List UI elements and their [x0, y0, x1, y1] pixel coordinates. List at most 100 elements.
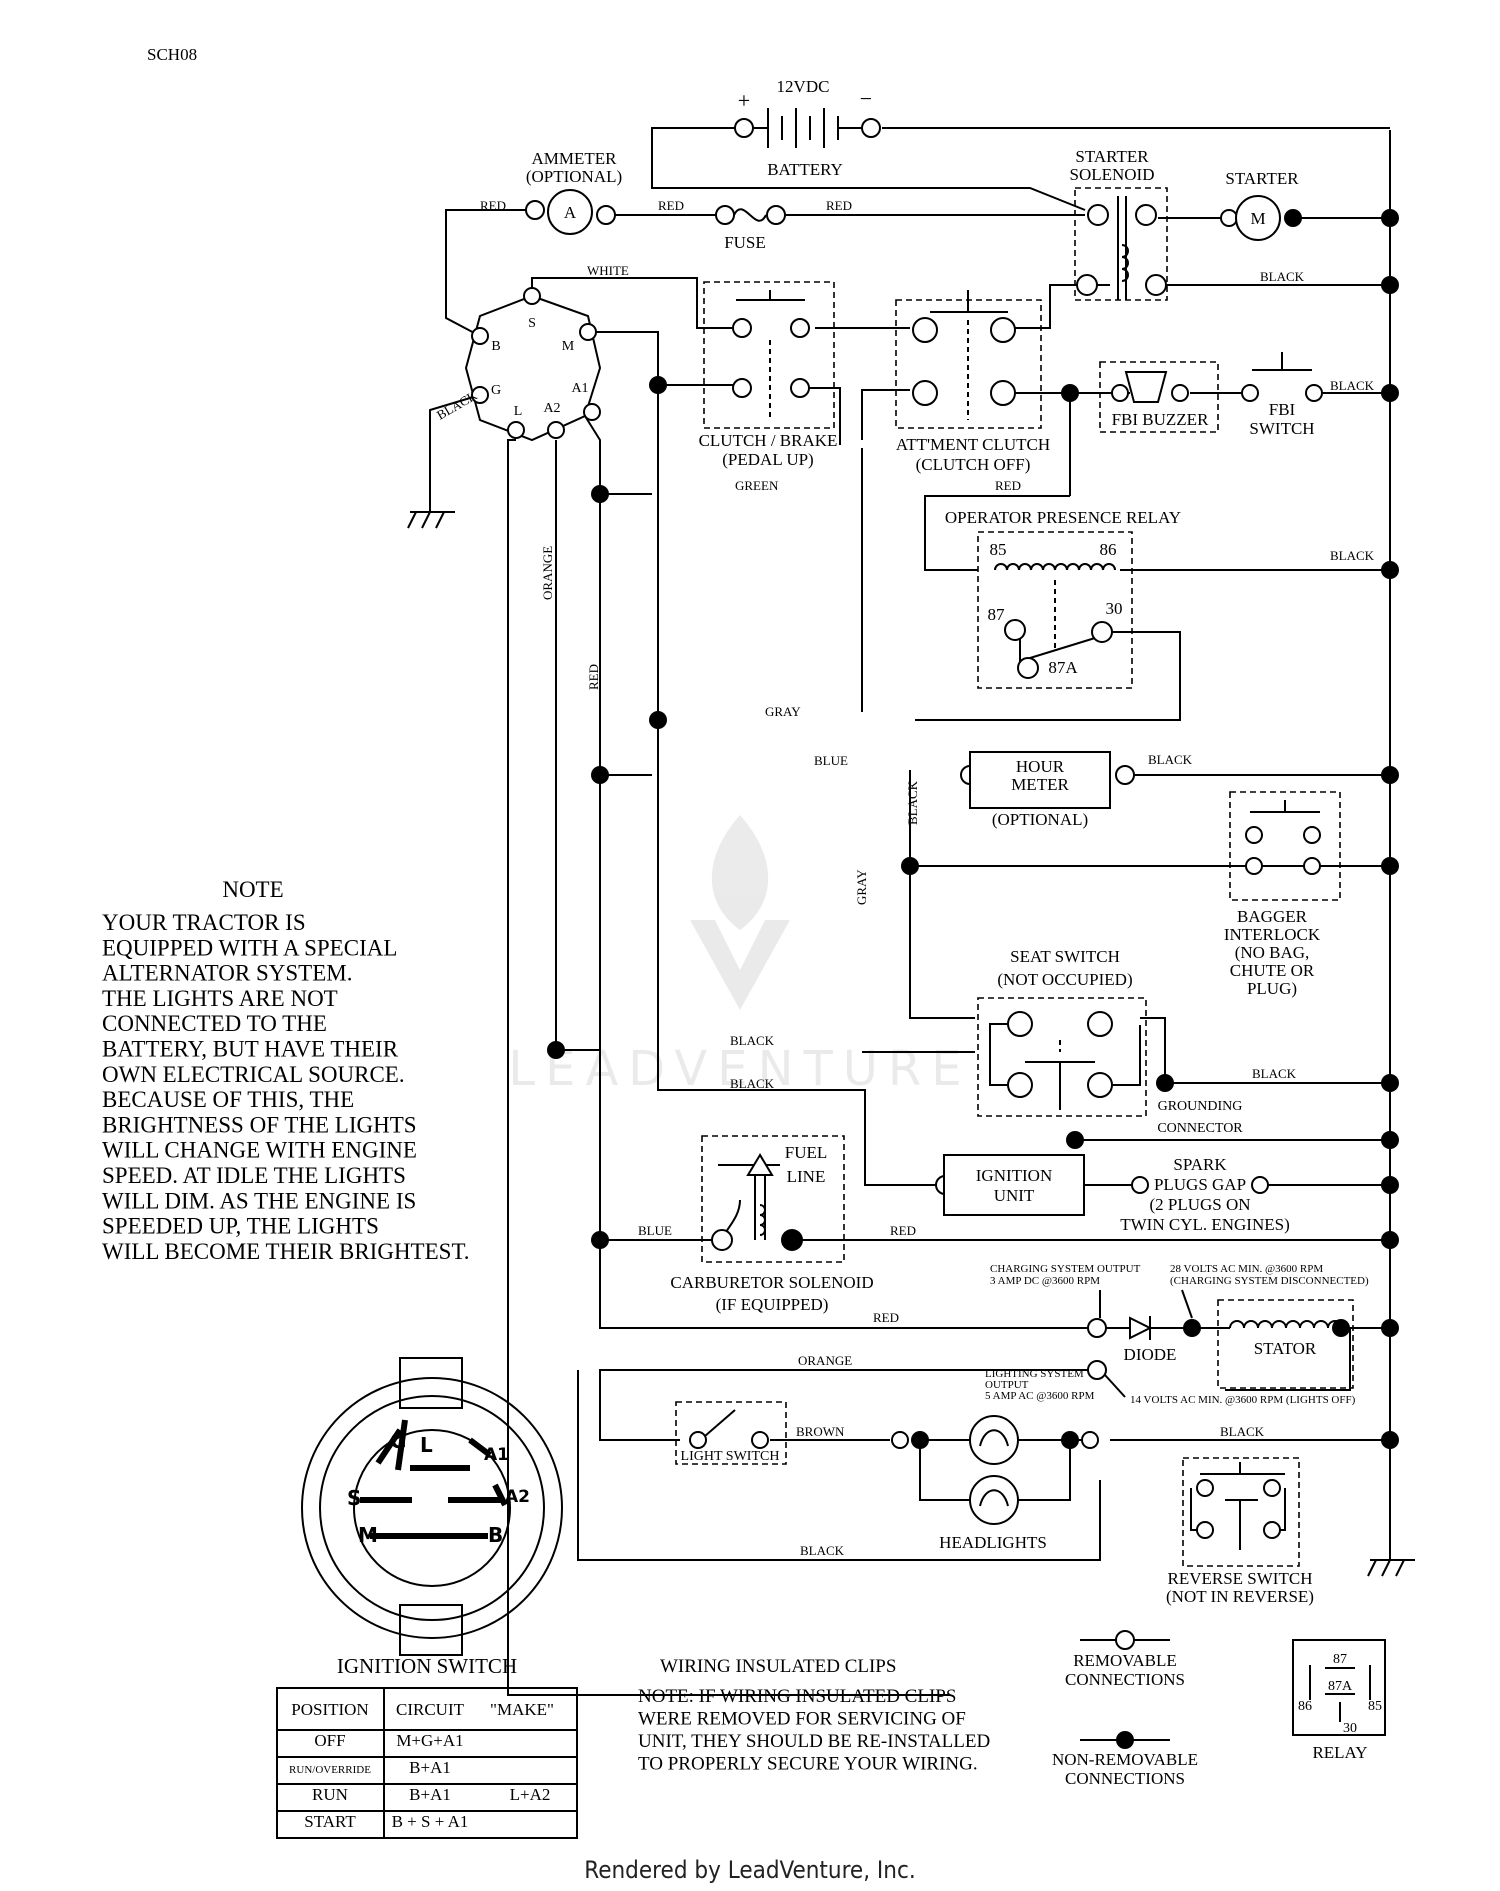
text-line: WILL DIM. AS THE ENGINE IS: [102, 1188, 416, 1213]
hour-meter: HOUR METER (OPTIONAL): [960, 751, 1135, 829]
bagger-interlock: BAGGER INTERLOCK (NO BAG, CHUTE OR PLUG): [1224, 791, 1341, 998]
svg-text:(CLUTCH OFF): (CLUTCH OFF): [916, 455, 1031, 474]
svg-text:SOLENOID: SOLENOID: [1070, 165, 1155, 184]
svg-text:OPERATOR PRESENCE RELAY: OPERATOR PRESENCE RELAY: [945, 508, 1181, 527]
fbi-buzzer: FBI BUZZER: [1099, 361, 1219, 433]
svg-text:METER: METER: [1011, 775, 1069, 794]
svg-text:INTERLOCK: INTERLOCK: [1224, 925, 1321, 944]
svg-text:CHUTE OR: CHUTE OR: [1230, 961, 1315, 980]
carburetor-solenoid: FUEL LINE CARBURETOR SOLENOID (IF EQUIPP…: [670, 1135, 874, 1314]
text-line: BRIGHTNESS OF THE LIGHTS: [102, 1112, 417, 1137]
svg-text:GREEN: GREEN: [735, 478, 779, 493]
text-line: START: [304, 1812, 356, 1831]
svg-text:IGNITION: IGNITION: [976, 1166, 1052, 1185]
svg-text:(OPTIONAL): (OPTIONAL): [992, 810, 1088, 829]
text-line: M+G+A1: [396, 1731, 463, 1750]
svg-text:WIRING INSULATED CLIPS: WIRING INSULATED CLIPS: [660, 1656, 896, 1677]
svg-text:RED: RED: [480, 198, 506, 213]
svg-text:BLACK: BLACK: [1260, 269, 1305, 284]
text-line: B+A1: [409, 1758, 451, 1777]
text-line: CONNECTED TO THE: [102, 1011, 327, 1036]
svg-text:ATT'MENT CLUTCH: ATT'MENT CLUTCH: [896, 435, 1050, 454]
ignition-face-G: G: [390, 1429, 406, 1453]
svg-text:NOTE: NOTE: [222, 877, 283, 902]
svg-text:+: +: [738, 88, 750, 113]
ignition-face-A1: A1: [484, 1445, 509, 1465]
svg-text:85: 85: [1368, 1699, 1382, 1714]
svg-text:12VDC: 12VDC: [777, 77, 830, 96]
operator-presence-relay: OPERATOR PRESENCE RELAY 85 86 87 30 87A: [945, 508, 1181, 689]
svg-text:ORANGE: ORANGE: [540, 546, 555, 600]
svg-text:(PEDAL UP): (PEDAL UP): [722, 450, 813, 469]
svg-text:REMOVABLE: REMOVABLE: [1073, 1651, 1177, 1670]
svg-text:BLACK: BLACK: [905, 780, 920, 825]
svg-text:BLUE: BLUE: [814, 753, 848, 768]
wire-junctions: [547, 209, 1399, 1449]
ignition-terminal-block: S B M G L A2 A1: [464, 287, 602, 442]
svg-text:A2: A2: [543, 401, 560, 416]
svg-text:BROWN: BROWN: [796, 1424, 845, 1439]
svg-text:28 VOLTS AC MIN. @3600 RPM: 28 VOLTS AC MIN. @3600 RPM: [1170, 1263, 1323, 1275]
text-line: ALTERNATOR SYSTEM.: [102, 961, 352, 986]
svg-text:RED: RED: [586, 664, 601, 690]
svg-text:BATTERY: BATTERY: [767, 160, 843, 179]
svg-text:GRAY: GRAY: [854, 869, 869, 905]
svg-text:G: G: [491, 383, 501, 398]
text-line: UNIT, THEY SHOULD BE RE-INSTALLED: [638, 1731, 990, 1752]
svg-text:87A: 87A: [1328, 1679, 1353, 1694]
attachment-clutch-switch: ATT'MENT CLUTCH (CLUTCH OFF): [895, 290, 1050, 474]
svg-text:(NOT OCCUPIED): (NOT OCCUPIED): [997, 970, 1132, 989]
svg-text:OUTPUT: OUTPUT: [985, 1379, 1029, 1391]
svg-text:87: 87: [1333, 1652, 1347, 1667]
svg-text:STARTER: STARTER: [1075, 147, 1149, 166]
svg-text:RED: RED: [658, 198, 684, 213]
ignition-face-M: M: [358, 1523, 378, 1547]
text-line: THE LIGHTS ARE NOT: [102, 986, 338, 1011]
watermark: LEADVENTURE: [508, 815, 962, 1097]
svg-text:GRAY: GRAY: [765, 704, 801, 719]
svg-text:TWIN CYL. ENGINES): TWIN CYL. ENGINES): [1120, 1215, 1290, 1234]
svg-text:CIRCUIT: CIRCUIT: [396, 1700, 465, 1719]
svg-text:(CHARGING SYSTEM DISCONNECTED): (CHARGING SYSTEM DISCONNECTED): [1170, 1275, 1369, 1287]
svg-text:BAGGER: BAGGER: [1237, 907, 1308, 926]
fbi-switch: FBI SWITCH: [1241, 352, 1323, 438]
relay-legend: 87 87A 86 85 30 RELAY: [1292, 1639, 1386, 1762]
svg-text:RED: RED: [890, 1223, 916, 1238]
svg-text:SEAT SWITCH: SEAT SWITCH: [1010, 947, 1120, 966]
text-line: TO PROPERLY SECURE YOUR WIRING.: [638, 1754, 978, 1775]
svg-text:30: 30: [1106, 599, 1123, 618]
svg-text:(NO BAG,: (NO BAG,: [1235, 943, 1310, 962]
svg-text:(IF EQUIPPED): (IF EQUIPPED): [716, 1295, 829, 1314]
svg-text:CONNECTIONS: CONNECTIONS: [1065, 1769, 1185, 1788]
doc-id: SCH08: [147, 45, 197, 64]
svg-text:M: M: [1250, 209, 1265, 228]
svg-text:"MAKE": "MAKE": [490, 1700, 554, 1719]
svg-text:L: L: [514, 404, 523, 419]
svg-text:(NOT IN REVERSE): (NOT IN REVERSE): [1166, 1587, 1314, 1606]
svg-text:BLACK: BLACK: [1330, 378, 1375, 393]
svg-text:BLACK: BLACK: [730, 1033, 775, 1048]
svg-text:PLUG): PLUG): [1247, 979, 1297, 998]
svg-text:BLACK: BLACK: [1220, 1424, 1265, 1439]
svg-text:BLACK: BLACK: [800, 1543, 845, 1558]
svg-text:A: A: [564, 203, 577, 222]
text-line: WILL CHANGE WITH ENGINE: [102, 1138, 417, 1163]
ignition-face-S: S: [347, 1486, 361, 1510]
svg-text:CONNECTIONS: CONNECTIONS: [1065, 1670, 1185, 1689]
ammeter: AMMETER (OPTIONAL) A: [525, 149, 622, 235]
clutch-brake-switch: CLUTCH / BRAKE (PEDAL UP): [699, 281, 837, 469]
svg-text:HOUR: HOUR: [1016, 757, 1065, 776]
svg-text:BLUE: BLUE: [638, 1223, 672, 1238]
svg-text:RELAY: RELAY: [1312, 1743, 1367, 1762]
starter-solenoid: STARTER SOLENOID: [1070, 147, 1168, 301]
text-line: WILL BECOME THEIR BRIGHTEST.: [102, 1239, 470, 1264]
svg-text:CHARGING SYSTEM OUTPUT: CHARGING SYSTEM OUTPUT: [990, 1263, 1141, 1275]
ground-symbol-left: [407, 511, 455, 529]
svg-text:BLACK: BLACK: [1148, 752, 1193, 767]
svg-text:BLACK: BLACK: [730, 1076, 775, 1091]
connection-legend: REMOVABLE CONNECTIONS NON-REMOVABLE CONN…: [1052, 1630, 1198, 1788]
svg-text:87A: 87A: [1048, 658, 1078, 677]
light-switch: LIGHT SWITCH: [675, 1401, 787, 1465]
